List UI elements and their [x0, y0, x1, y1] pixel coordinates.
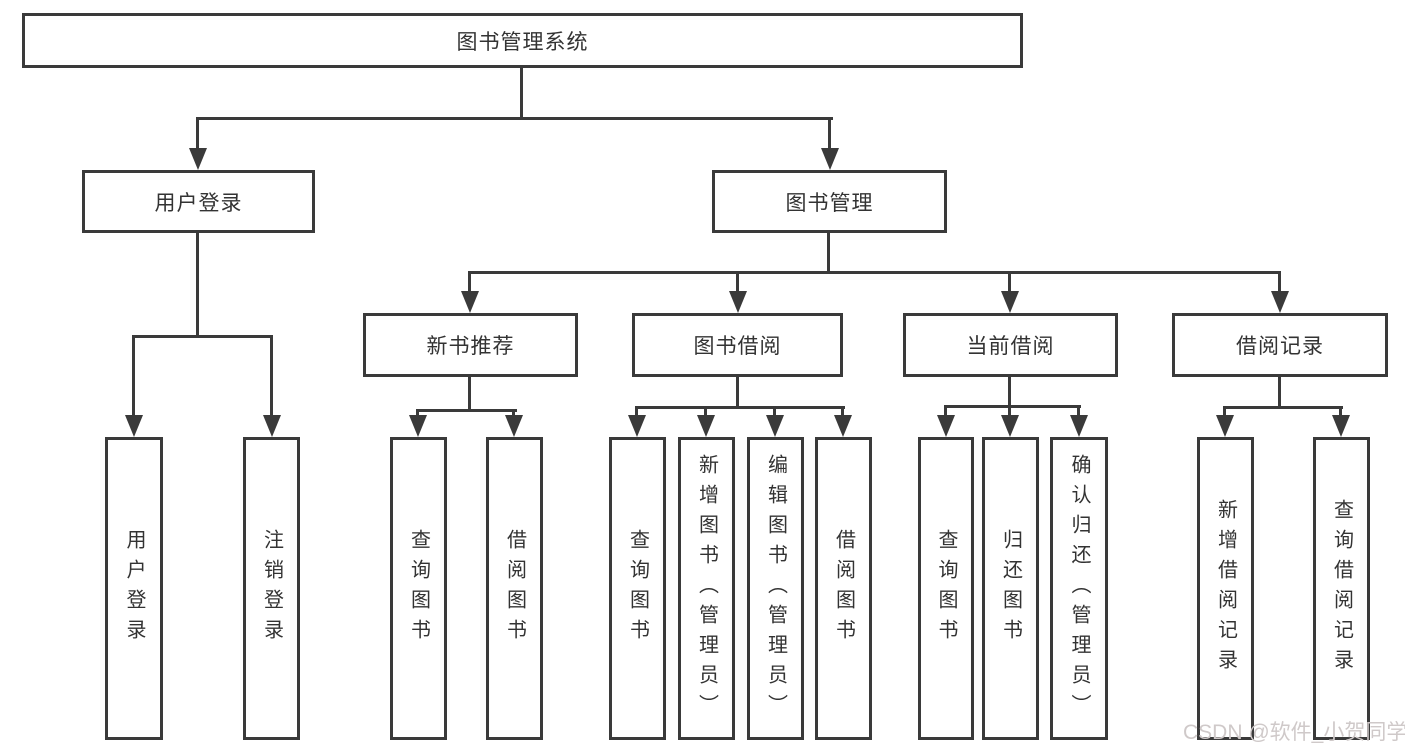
leaf-query-borrow-record-label: 查询借阅记录	[1330, 498, 1353, 679]
arrow-down-icon	[189, 148, 207, 170]
node-book-management: 图书管理	[712, 170, 947, 233]
connector-book-management-bus	[468, 271, 1281, 274]
node-book-borrow: 图书借阅	[632, 313, 843, 377]
connector-user-login-stub	[196, 233, 199, 335]
arrow-down-icon	[1001, 415, 1019, 437]
leaf-query-books-borrow-label: 查询图书	[626, 528, 649, 649]
leaf-query-books-recommend: 查询图书	[390, 437, 447, 740]
connector-borrow-records-stub	[1278, 377, 1281, 406]
connector-book-management-stub	[827, 233, 830, 271]
node-new-book-recommend-label: 新书推荐	[426, 335, 515, 358]
connector-root-bus	[196, 117, 833, 120]
connector-to-leaf-query-recommend	[416, 409, 419, 418]
connector-new-book-bus	[416, 409, 517, 412]
node-root-label: 图书管理系统	[456, 30, 589, 54]
connector-to-leaf-return-book	[1008, 405, 1011, 417]
arrow-down-icon	[1216, 415, 1234, 437]
leaf-add-borrow-record-label: 新增借阅记录	[1214, 498, 1237, 679]
connector-to-new-book-recommend	[468, 271, 471, 293]
leaf-add-book-admin: 新增图书（管理员）	[678, 437, 735, 740]
leaf-query-borrow-record: 查询借阅记录	[1313, 437, 1370, 740]
leaf-query-books-borrow: 查询图书	[609, 437, 666, 740]
connector-to-borrow-records	[1278, 271, 1281, 293]
node-new-book-recommend: 新书推荐	[363, 313, 578, 377]
arrow-down-icon	[834, 415, 852, 437]
connector-to-current-borrow	[1008, 271, 1011, 293]
connector-to-book-borrow	[736, 271, 739, 293]
arrow-down-icon	[1070, 415, 1088, 437]
arrow-down-icon	[409, 415, 427, 437]
connector-book-borrow-stub	[736, 377, 739, 406]
connector-user-login-bus	[132, 335, 273, 338]
arrow-down-icon	[821, 148, 839, 170]
leaf-return-book-label: 归还图书	[999, 528, 1022, 649]
leaf-edit-book-admin: 编辑图书（管理员）	[747, 437, 804, 740]
csdn-watermark: CSDN @软件_小贺同学	[1183, 721, 1405, 744]
leaf-query-books-current: 查询图书	[918, 437, 974, 740]
arrow-down-icon	[1332, 415, 1350, 437]
connector-root-stub	[520, 68, 523, 117]
leaf-borrow-books-label: 借阅图书	[832, 528, 855, 649]
leaf-confirm-return-admin: 确认归还（管理员）	[1050, 437, 1108, 740]
leaf-return-book: 归还图书	[982, 437, 1039, 740]
connector-to-leaf-borrow-books	[841, 406, 844, 417]
connector-to-leaf-query-current	[944, 405, 947, 417]
arrow-down-icon	[628, 415, 646, 437]
connector-to-leaf-borrow-recommend	[512, 409, 515, 418]
leaf-borrow-books-recommend-label: 借阅图书	[503, 528, 526, 649]
arrow-down-icon	[766, 415, 784, 437]
arrow-down-icon	[461, 291, 479, 313]
connector-to-leaf-add-record	[1223, 406, 1226, 417]
node-current-borrow: 当前借阅	[903, 313, 1118, 377]
node-user-login-label: 用户登录	[154, 191, 243, 215]
leaf-edit-book-admin-label: 编辑图书（管理员）	[764, 453, 787, 724]
arrow-down-icon	[263, 415, 281, 437]
leaf-query-books-recommend-label: 查询图书	[407, 528, 430, 649]
leaf-query-books-current-label: 查询图书	[935, 528, 957, 649]
connector-to-leaf-query-borrow	[635, 406, 638, 417]
leaf-add-borrow-record: 新增借阅记录	[1197, 437, 1254, 740]
node-borrow-records-label: 借阅记录	[1236, 335, 1324, 358]
arrow-down-icon	[1271, 291, 1289, 313]
connector-to-book-management	[828, 117, 831, 150]
connector-to-leaf-confirm-return	[1077, 405, 1080, 417]
connector-new-book-stub	[468, 377, 471, 409]
arrow-down-icon	[1001, 291, 1019, 313]
arrow-down-icon	[125, 415, 143, 437]
arrow-down-icon	[729, 291, 747, 313]
node-current-borrow-label: 当前借阅	[966, 335, 1055, 358]
connector-current-borrow-bus	[944, 405, 1081, 408]
connector-borrow-records-bus	[1223, 406, 1343, 409]
connector-to-leaf-edit-book	[773, 406, 776, 417]
node-borrow-records: 借阅记录	[1172, 313, 1388, 377]
leaf-add-book-admin-label: 新增图书（管理员）	[695, 453, 718, 724]
node-root-system: 图书管理系统	[22, 13, 1023, 68]
connector-to-leaf-logout	[270, 335, 273, 417]
connector-book-borrow-bus	[635, 406, 845, 409]
connector-to-leaf-query-record	[1339, 406, 1342, 417]
arrow-down-icon	[697, 415, 715, 437]
connector-to-leaf-user-login	[132, 335, 135, 417]
node-book-management-label: 图书管理	[785, 191, 874, 215]
leaf-logout-label: 注销登录	[260, 528, 283, 649]
leaf-borrow-books: 借阅图书	[815, 437, 872, 740]
leaf-user-login-label: 用户登录	[123, 528, 145, 649]
connector-current-borrow-stub	[1008, 377, 1011, 405]
leaf-borrow-books-recommend: 借阅图书	[486, 437, 543, 740]
connector-to-user-login	[196, 117, 199, 150]
arrow-down-icon	[937, 415, 955, 437]
leaf-confirm-return-admin-label: 确认归还（管理员）	[1068, 453, 1090, 724]
arrow-down-icon	[505, 415, 523, 437]
leaf-logout: 注销登录	[243, 437, 300, 740]
node-user-login: 用户登录	[82, 170, 315, 233]
leaf-user-login: 用户登录	[105, 437, 163, 740]
connector-to-leaf-add-book	[704, 406, 707, 417]
node-book-borrow-label: 图书借阅	[693, 335, 782, 358]
